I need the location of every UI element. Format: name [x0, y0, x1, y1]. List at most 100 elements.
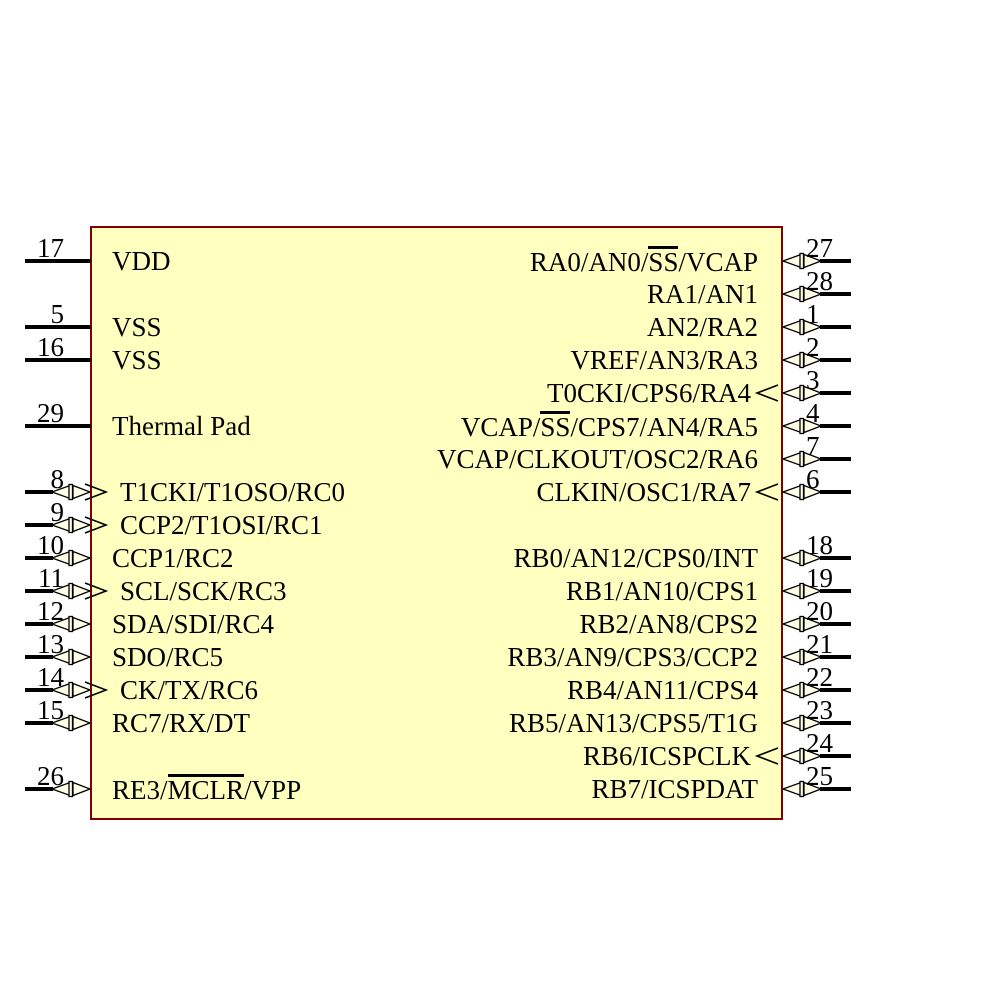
pin-label-part: RA0/AN0/ — [529, 247, 649, 277]
pin-number: 21 — [806, 629, 833, 659]
bidir-arrow-icon — [781, 285, 823, 303]
pin-label: SCL/SCK/RC3 — [120, 576, 287, 606]
bidir-arrow-icon — [50, 714, 92, 732]
pin-label: RA1/AN1 — [646, 279, 758, 309]
pin-wire — [820, 490, 851, 494]
pin-number: 24 — [806, 728, 833, 758]
pin-label: RC7/RX/DT — [112, 708, 251, 738]
bidir-arrow-icon — [781, 417, 823, 435]
pin-label: RE3/MCLR/VPP — [112, 774, 301, 805]
pin-wire — [820, 259, 851, 263]
bidir-arrow-icon — [50, 582, 92, 600]
pin-label: SDO/RC5 — [112, 642, 224, 672]
bidir-arrow-icon — [50, 648, 92, 666]
bidir-arrow-icon — [50, 780, 92, 798]
pin-number: 28 — [806, 266, 833, 296]
pin-wire — [820, 787, 851, 791]
pin-label: RB3/AN9/CPS3/CCP2 — [507, 642, 758, 672]
pin-number: 8 — [50, 464, 65, 494]
chip-body — [90, 226, 783, 820]
pin-label: VDD — [112, 246, 171, 276]
pin-label: CCP2/T1OSI/RC1 — [120, 510, 323, 540]
pin-wire — [820, 391, 851, 395]
pin-number: 18 — [806, 530, 833, 560]
bidir-arrow-icon — [781, 450, 823, 468]
pin-wire — [820, 754, 851, 758]
clock-arrow-icon — [84, 483, 109, 501]
pin-number: 22 — [806, 662, 833, 692]
pin-wire — [820, 688, 851, 692]
clock-arrow-icon — [84, 516, 109, 534]
bidir-arrow-icon — [50, 681, 92, 699]
pin-number: 10 — [37, 530, 64, 560]
pin-wire — [820, 655, 851, 659]
clock-arrow-icon — [754, 384, 779, 402]
pin-label: T0CKI/CPS6/RA4 — [546, 378, 751, 408]
pin-wire — [820, 556, 851, 560]
pin-label-overlined-part: MCLR — [167, 774, 245, 805]
pin-number: 13 — [37, 629, 64, 659]
pin-number: 12 — [37, 596, 64, 626]
clock-arrow-icon — [754, 483, 779, 501]
pin-wire — [25, 325, 91, 329]
pin-label-overlined-part: SS — [648, 246, 679, 277]
pin-wire — [820, 622, 851, 626]
pin-wire — [820, 292, 851, 296]
pin-wire — [820, 424, 851, 428]
pin-label: RB2/AN8/CPS2 — [579, 609, 758, 639]
pin-label: RA0/AN0/SS/VCAP — [530, 246, 758, 277]
pin-label: CCP1/RC2 — [112, 543, 234, 573]
bidir-arrow-icon — [781, 483, 823, 501]
pin-wire — [25, 787, 53, 791]
pin-label: RB6/ICSPCLK — [582, 741, 751, 771]
pin-wire — [25, 721, 53, 725]
pin-wire — [25, 688, 53, 692]
pin-number: 7 — [806, 431, 820, 461]
bidir-arrow-icon — [781, 252, 823, 270]
pin-number: 2 — [806, 332, 820, 362]
pin-label: RB7/ICSPDAT — [591, 774, 758, 804]
pin-label-overlined-part: SS — [540, 411, 571, 442]
pin-label-part: /VPP — [244, 775, 302, 805]
pin-label: VREF/AN3/RA3 — [570, 345, 758, 375]
pin-number: 4 — [806, 398, 820, 428]
pin-wire — [25, 655, 53, 659]
bidir-arrow-icon — [50, 483, 92, 501]
pin-label: CK/TX/RC6 — [120, 675, 259, 705]
pin-label: Thermal Pad — [112, 411, 251, 441]
clock-arrow-icon — [84, 582, 109, 600]
pin-wire — [25, 490, 53, 494]
pin-label-part: /CPS7/AN4/RA5 — [570, 412, 758, 442]
bidir-arrow-icon — [50, 549, 92, 567]
pin-label: AN2/RA2 — [646, 312, 758, 342]
bidir-arrow-icon — [781, 747, 823, 765]
pin-label: SDA/SDI/RC4 — [112, 609, 275, 639]
pin-number: 25 — [806, 761, 833, 791]
pin-label: VCAP/CLKOUT/OSC2/RA6 — [436, 444, 758, 474]
pin-number: 23 — [806, 695, 833, 725]
pin-number: 14 — [37, 662, 64, 692]
pin-number: 5 — [50, 299, 65, 329]
pin-wire — [820, 457, 851, 461]
bidir-arrow-icon — [781, 681, 823, 699]
pin-number: 26 — [37, 761, 64, 791]
pin-wire — [820, 589, 851, 593]
pin-wire — [820, 721, 851, 725]
pin-wire — [25, 556, 53, 560]
pin-label: RB0/AN12/CPS0/INT — [513, 543, 758, 573]
pin-number: 6 — [806, 464, 820, 494]
bidir-arrow-icon — [781, 351, 823, 369]
pin-wire — [820, 358, 851, 362]
pin-number: 29 — [37, 398, 64, 428]
bidir-arrow-icon — [781, 780, 823, 798]
pin-number: 19 — [806, 563, 833, 593]
bidir-arrow-icon — [781, 384, 823, 402]
pin-label: RB1/AN10/CPS1 — [565, 576, 758, 606]
pin-wire — [25, 589, 53, 593]
pin-wire — [25, 523, 53, 527]
pin-number: 3 — [806, 365, 820, 395]
bidir-arrow-icon — [50, 615, 92, 633]
pin-label: VSS — [112, 345, 162, 375]
clock-arrow-icon — [754, 747, 779, 765]
pin-label-part: /VCAP — [678, 247, 758, 277]
